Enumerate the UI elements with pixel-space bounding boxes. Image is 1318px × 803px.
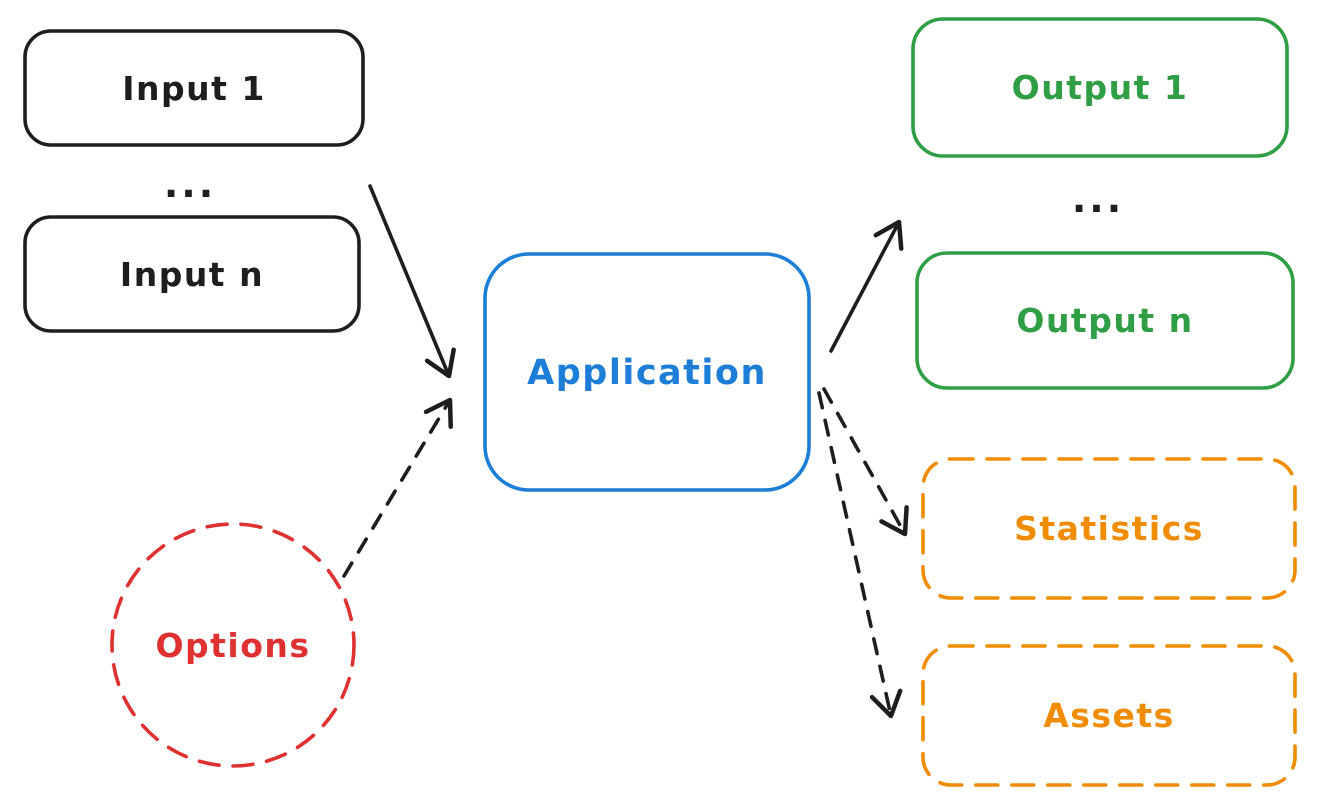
edge-options-to-application xyxy=(342,397,453,578)
output-1-label: Output 1 xyxy=(1012,68,1189,107)
node-application: Application xyxy=(483,252,811,492)
output-ellipsis: ... xyxy=(1072,177,1124,221)
assets-box xyxy=(921,644,1297,787)
input-n-label: Input n xyxy=(120,255,264,294)
node-output-n: Output n xyxy=(915,251,1295,390)
edge-application-to-outputs xyxy=(829,219,904,353)
output-n-box xyxy=(915,251,1295,390)
input-1-box xyxy=(23,29,365,147)
node-statistics: Statistics xyxy=(921,457,1297,600)
input-ellipsis: ... xyxy=(164,162,216,206)
application-label: Application xyxy=(527,353,767,393)
options-circle xyxy=(110,522,356,768)
edge-inputs-to-application xyxy=(368,184,456,379)
statistics-label: Statistics xyxy=(1014,509,1204,548)
statistics-box xyxy=(921,457,1297,600)
node-assets: Assets xyxy=(921,644,1297,787)
edge-application-to-statistics xyxy=(822,387,909,537)
edges xyxy=(342,184,909,719)
output-n-label: Output n xyxy=(1016,301,1193,340)
edge-application-to-assets xyxy=(817,391,903,719)
output-1-box xyxy=(911,17,1289,158)
assets-label: Assets xyxy=(1043,696,1175,735)
node-input-1: Input 1 xyxy=(23,29,365,147)
options-label: Options xyxy=(155,626,310,665)
input-1-label: Input 1 xyxy=(122,69,266,108)
node-input-n: Input n xyxy=(23,215,361,333)
node-options: Options xyxy=(110,522,356,768)
application-box xyxy=(483,252,811,492)
node-output-1: Output 1 xyxy=(911,17,1289,158)
input-n-box xyxy=(23,215,361,333)
